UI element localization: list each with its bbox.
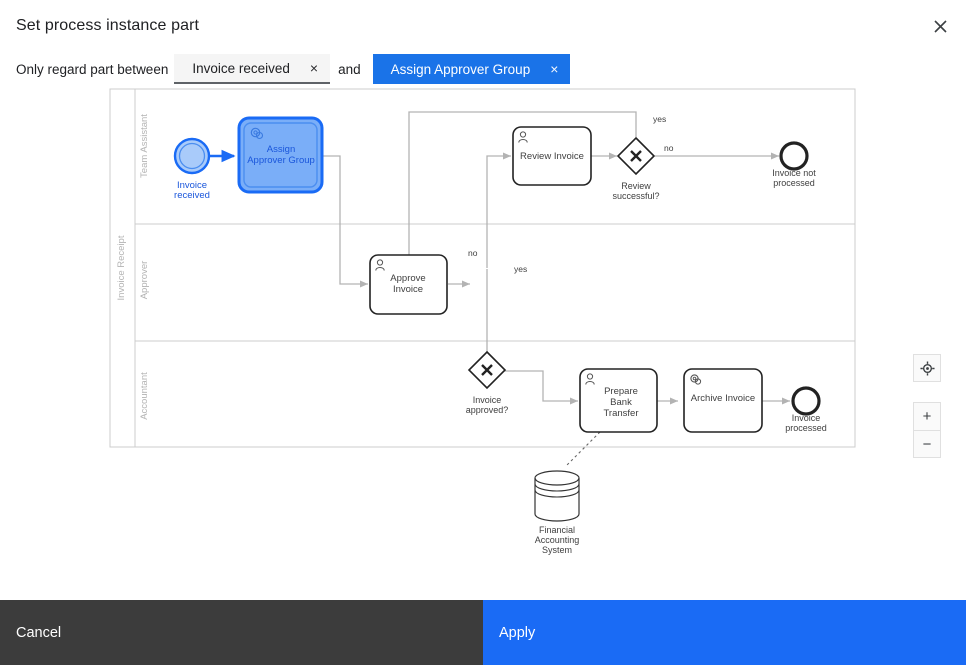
crosshair-target-icon: [919, 360, 935, 376]
start-event-label-line1: Invoice: [177, 180, 207, 191]
service-task-gear-icon: [690, 374, 702, 385]
data-store-label-line1: Financial: [539, 525, 575, 535]
bpmn-diagram[interactable]: Invoice Receipt Team Assistant Approver …: [0, 86, 966, 586]
process-part-filter: Only regard part between Invoice receive…: [16, 54, 571, 84]
data-store-label-line3: System: [542, 545, 572, 555]
filter-prefix-label: Only regard part between: [16, 61, 169, 77]
apply-button[interactable]: Apply: [483, 600, 966, 665]
end-activity-chip-label: Assign Approver Group: [390, 61, 531, 77]
task-approve-invoice[interactable]: Approve Invoice: [369, 254, 448, 315]
start-activity-chip-label: Invoice received: [192, 60, 290, 76]
page-title: Set process instance part: [16, 17, 200, 34]
task-assign-approver-group[interactable]: Assign Approver Group: [237, 116, 324, 194]
bpmn-canvas[interactable]: Invoice Receipt Team Assistant Approver …: [0, 86, 966, 586]
gateway-review-successful[interactable]: Review successful?: [612, 136, 660, 201]
lane-team-assistant[interactable]: Team Assistant: [135, 114, 855, 225]
flow-label-review-yes: yes: [653, 114, 666, 124]
zoom-out-button[interactable]: −: [913, 430, 941, 458]
data-association-prepare-to-datastore[interactable]: [565, 431, 601, 467]
lane-accountant[interactable]: Accountant: [139, 372, 150, 420]
filter-conjunction-label: and: [338, 61, 361, 77]
pool-label: Invoice Receipt: [116, 235, 127, 300]
flow-assign-to-approve[interactable]: [323, 155, 368, 288]
data-store-financial-accounting-system[interactable]: Financial Accounting System: [534, 470, 580, 555]
exclusive-gateway-x-icon: [630, 150, 642, 162]
flow-approve-yes-to-prepare[interactable]: [504, 370, 578, 405]
start-event-invoice-received[interactable]: Invoice received: [173, 137, 211, 201]
task-prepare-label-line3: Transfer: [603, 408, 638, 419]
data-store-cylinder-icon: [534, 470, 580, 522]
task-prepare-label-line1: Prepare: [604, 386, 638, 397]
viewport-controls: + −: [913, 354, 941, 458]
gateway-approve-label-line2: approved?: [466, 405, 509, 415]
task-assign-label-line2: Approver Group: [247, 155, 315, 166]
dialog-footer: Cancel Apply: [0, 600, 966, 665]
flow-label-approve-no: no: [468, 248, 478, 258]
zoom-in-button[interactable]: +: [913, 402, 941, 430]
task-approve-label-line2: Invoice: [393, 284, 423, 295]
zoom-out-label: −: [922, 435, 932, 453]
end-ok-label-line2: processed: [785, 423, 827, 433]
zoom-in-label: +: [922, 408, 932, 425]
flow-review-yes-to-approve[interactable]: [405, 111, 637, 269]
end-activity-remove-icon[interactable]: ×: [550, 61, 559, 77]
lane-approver-label: Approver: [139, 261, 150, 300]
close-glyph: [933, 19, 947, 33]
task-prepare-label-line2: Bank: [610, 397, 632, 408]
gateway-review-label-line1: Review: [621, 181, 651, 191]
task-review-invoice[interactable]: Review Invoice: [512, 126, 592, 186]
user-task-person-icon: [585, 373, 595, 385]
task-prepare-bank-transfer[interactable]: Prepare Bank Transfer: [579, 368, 658, 433]
gateway-invoice-approved[interactable]: Invoice approved?: [466, 350, 509, 415]
data-store-label-line2: Accounting: [535, 535, 580, 545]
close-icon[interactable]: [926, 12, 954, 40]
flow-approve-no-to-review[interactable]: [486, 152, 511, 160]
lane-approver[interactable]: Approver: [135, 261, 855, 342]
flow-label-approve-yes: yes: [514, 264, 527, 274]
user-task-person-icon: [375, 259, 385, 271]
service-task-gear-icon: [250, 127, 264, 140]
lane-team-assistant-label: Team Assistant: [139, 114, 150, 178]
task-assign-label-line1: Assign: [267, 144, 296, 155]
task-archive-label: Archive Invoice: [691, 393, 755, 404]
lane-accountant-label: Accountant: [139, 372, 150, 420]
exclusive-gateway-x-icon: [481, 364, 493, 376]
start-activity-remove-icon[interactable]: ×: [309, 60, 319, 76]
end-ok-label-line1: Invoice: [792, 413, 821, 423]
user-task-person-icon: [518, 131, 528, 143]
start-event-label-line2: received: [174, 190, 210, 201]
reset-viewport-button[interactable]: [913, 354, 941, 382]
end-event-invoice-processed[interactable]: Invoice processed: [785, 386, 827, 433]
gateway-review-label-line2: successful?: [612, 191, 659, 201]
task-archive-invoice[interactable]: Archive Invoice: [683, 368, 763, 433]
end-event-invoice-not-processed[interactable]: Invoice not processed: [772, 141, 816, 188]
cancel-button[interactable]: Cancel: [0, 600, 483, 665]
end-not-label-line2: processed: [773, 178, 815, 188]
sequence-flows: [323, 111, 790, 405]
start-activity-chip[interactable]: Invoice received ×: [174, 54, 331, 84]
task-approve-label-line1: Approve: [390, 273, 425, 284]
end-activity-chip[interactable]: Assign Approver Group ×: [372, 54, 571, 84]
gateway-approve-label-line1: Invoice: [473, 395, 502, 405]
task-review-label: Review Invoice: [520, 151, 584, 162]
flow-label-review-no: no: [664, 143, 674, 153]
end-not-label-line1: Invoice not: [772, 168, 816, 178]
